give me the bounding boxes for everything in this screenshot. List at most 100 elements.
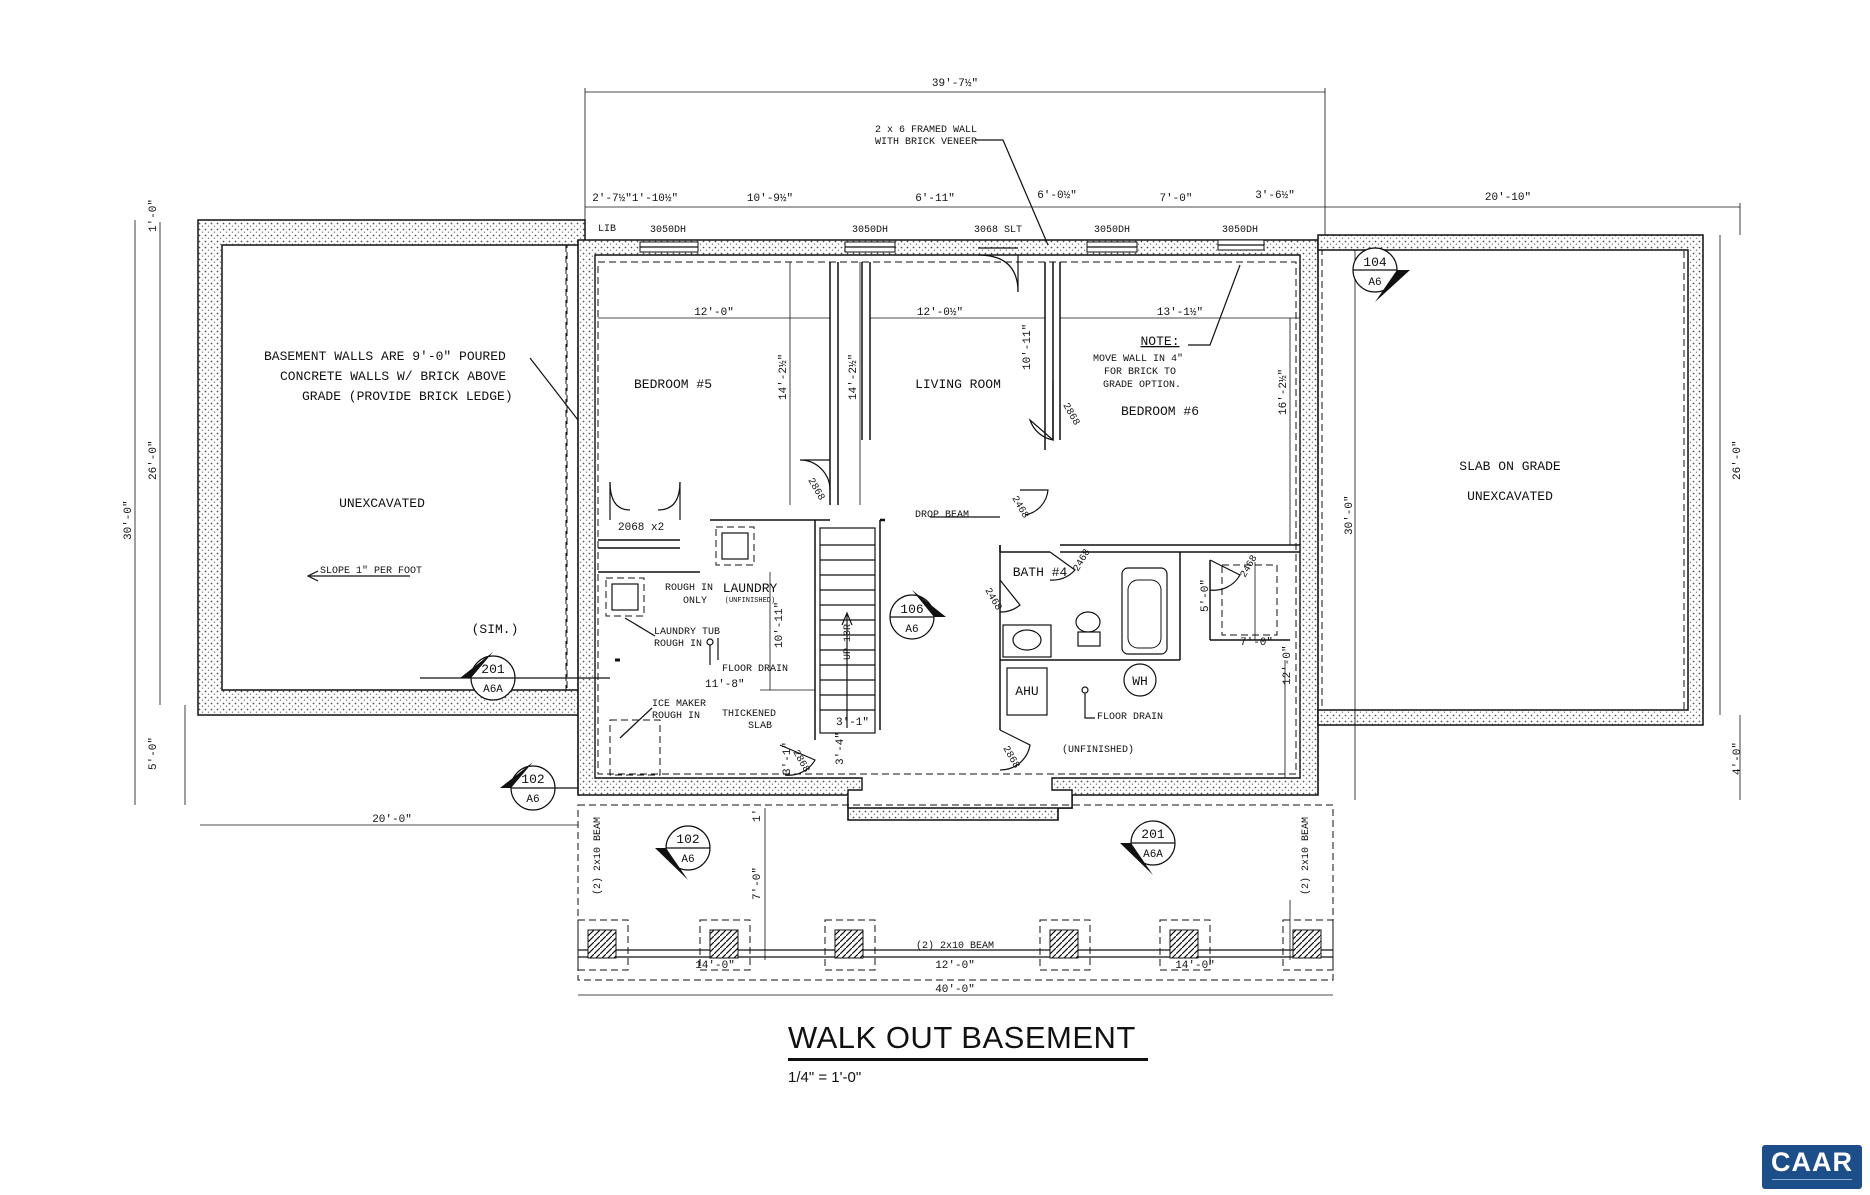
section-tag-201-left: 201 A6A [460,652,516,701]
caar-logo: CAAR [1762,1145,1862,1189]
dim-top: 6'-0½" [1037,190,1077,202]
equip-ahu: AHU [1015,684,1038,699]
note-beam-right: (2) 2x10 BEAM [1300,817,1312,895]
dim-bedroom6-width: 13'-1½" [1157,307,1203,319]
dim-bedroom5-height: 14'-2½" [778,354,790,400]
dim-top: 6'-11" [915,193,955,205]
note-basement-walls-3: GRADE (PROVIDE BRICK LEDGE) [302,389,513,404]
dim-laundry-width: 11'-8" [705,679,745,691]
note-basement-walls-1: BASEMENT WALLS ARE 9'-0" POURED [264,349,506,364]
tag-sheet: A6A [1143,849,1163,861]
dim-living-width: 12'-0½" [917,307,963,319]
window-tag: 3050DH [852,225,888,236]
interior-walls [598,262,1300,740]
left-unexcavated-foundation [197,219,586,716]
section-tag-102-left: 102 A6 [500,762,556,811]
tag-sheet: A6 [1368,277,1381,289]
drawing-scale: 1/4" = 1'-0" [788,1069,862,1086]
dimension-lines [134,88,1741,996]
note-framed-wall-1: 2 x 6 FRAMED WALL [875,125,977,136]
tag-number: 106 [900,602,923,617]
dim-bottom: 14'-0" [1175,960,1215,972]
note-door-2068x2: 2068 x2 [618,522,664,534]
window-tag: 3068 SLT [974,225,1022,236]
caar-logo-underline [1772,1179,1852,1183]
room-unexcavated-right: UNEXCAVATED [1467,489,1553,504]
tag-sheet: A6A [483,684,503,696]
note-rough-in: ROUGH IN [665,583,713,594]
equip-wh: WH [1132,674,1148,689]
door-swings [609,380,1241,776]
note-line-1: MOVE WALL IN 4" [1093,353,1183,365]
dim-stair: 3'-4" [835,732,847,765]
drawing-title: WALK OUT BASEMENT [788,1020,1148,1061]
note-drop-beam: DROP BEAM [915,510,969,521]
tag-sheet: A6 [905,624,918,636]
porch-piers [577,804,1334,981]
dim-top: 1'-10½" [632,193,678,205]
dim-porch: 7'-0" [752,867,764,900]
note-thickened-2: SLAB [748,721,772,732]
note-sim: (SIM.) [472,622,519,637]
dim-right: 26'-0" [1732,440,1744,480]
room-bedroom-5: BEDROOM #5 [634,377,712,392]
dim-living-height: 14'-2½" [848,354,860,400]
window-tag: 3050DH [1094,225,1130,236]
annotation-notes: BASEMENT WALLS ARE 9'-0" POURED CONCRETE… [264,125,1312,952]
top-windows [639,239,1265,293]
tag-number: 201 [1141,827,1165,842]
bath-fixtures [1002,564,1278,658]
dim-bottom: 12'-0" [935,960,975,972]
tag-number: 102 [676,832,699,847]
note-laundry-tub-1: LAUNDRY TUB [654,627,720,638]
dim-bedroom5-width: 12'-0" [694,307,734,319]
caar-logo-text: CAAR [1771,1147,1853,1177]
dim-center: 10'-11" [1022,324,1034,370]
section-tag-104: 104 A6 [1352,247,1410,302]
note-only: ONLY [683,596,707,607]
section-tag-102-bottom: 102 A6 [655,825,711,880]
mechanical-equipment [1006,663,1157,719]
window-tags: 3050DH 3050DH 3068 SLT 3050DH 3050DH [650,225,1258,236]
dim-overall-top: 39'-7½" [932,78,978,90]
note-thickened-1: THICKENED [722,709,776,720]
dim-laundry-height: 10'-11" [774,602,786,648]
dim-bedroom6-height: 16'-2½" [1278,369,1290,415]
dim-top: 10'-9½" [747,193,793,205]
right-slab-foundation [1317,234,1704,726]
window-tag: 3050DH [1222,225,1258,236]
room-bedroom-6: BEDROOM #6 [1121,404,1199,419]
drawing-title-block: WALK OUT BASEMENT 1/4" = 1'-0" [788,1020,1148,1086]
laundry-fixtures [605,526,755,776]
dim-stair: 3'-1" [782,742,794,775]
note-ice-maker-1: ICE MAKER [652,699,706,710]
dim-bottom: 20'-0" [372,814,412,826]
room-unexcavated-left: UNEXCAVATED [339,496,425,511]
note-slope: SLOPE 1" PER FOOT [320,565,422,577]
dimension-texts: 39'-7½" 2'-7½" 1'-10½" 10'-9½" 6'-11" 6'… [123,78,1744,996]
dim-left: 26'-0" [148,440,160,480]
dim-top: 3'-6½" [1255,190,1295,202]
tag-sheet: A6 [681,854,694,866]
note-beam-bottom: (2) 2x10 BEAM [916,940,994,952]
note-lib: LIB [598,224,616,235]
dim-bottom: 14'-0" [695,960,735,972]
note-floor-drain-2: FLOOR DRAIN [1097,712,1163,723]
tag-number: 104 [1363,255,1387,270]
main-foundation-walls [577,239,1319,821]
dim-left: 1'-0" [148,199,160,232]
dim-porch: 1' [752,809,764,822]
dim-bath: 7'-0" [1240,637,1273,649]
room-labels: BEDROOM #5 LIVING ROOM BEDROOM #6 LAUNDR… [339,377,1561,756]
dim-bath: 5'-0" [1200,579,1212,612]
room-unfinished: (UNFINISHED) [1062,744,1134,756]
dim-stair: 3'-1" [836,717,869,729]
tag-number: 102 [521,772,544,787]
note-beam-left: (2) 2x10 BEAM [592,817,604,895]
window-tag: 3050DH [650,225,686,236]
dim-top: 2'-7½" [592,193,632,205]
tag-sheet: A6 [526,794,539,806]
dim-right: 12'-0" [1282,645,1294,685]
dim-top: 7'-0" [1159,193,1192,205]
